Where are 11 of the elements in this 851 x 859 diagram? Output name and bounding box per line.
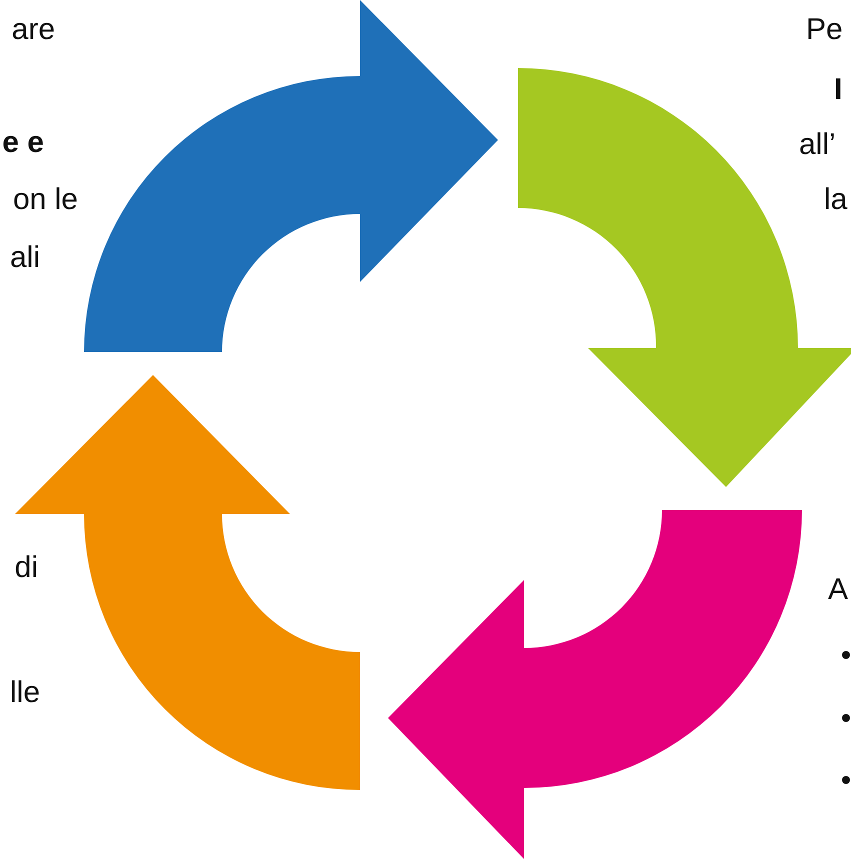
text-fragment: all’	[799, 128, 836, 162]
text-fragment: are	[12, 13, 55, 47]
text-fragment: on le	[12, 183, 78, 217]
text-fragment: I	[834, 73, 842, 107]
text-fragment: la	[824, 183, 848, 217]
text-fragment: e e	[2, 126, 44, 160]
text-fragment: ali	[10, 241, 40, 275]
text-fragment: di	[14, 551, 38, 585]
text-fragment: A	[828, 573, 848, 607]
text-fragment: Pe	[806, 13, 843, 47]
text-fragment: lle	[10, 676, 40, 710]
